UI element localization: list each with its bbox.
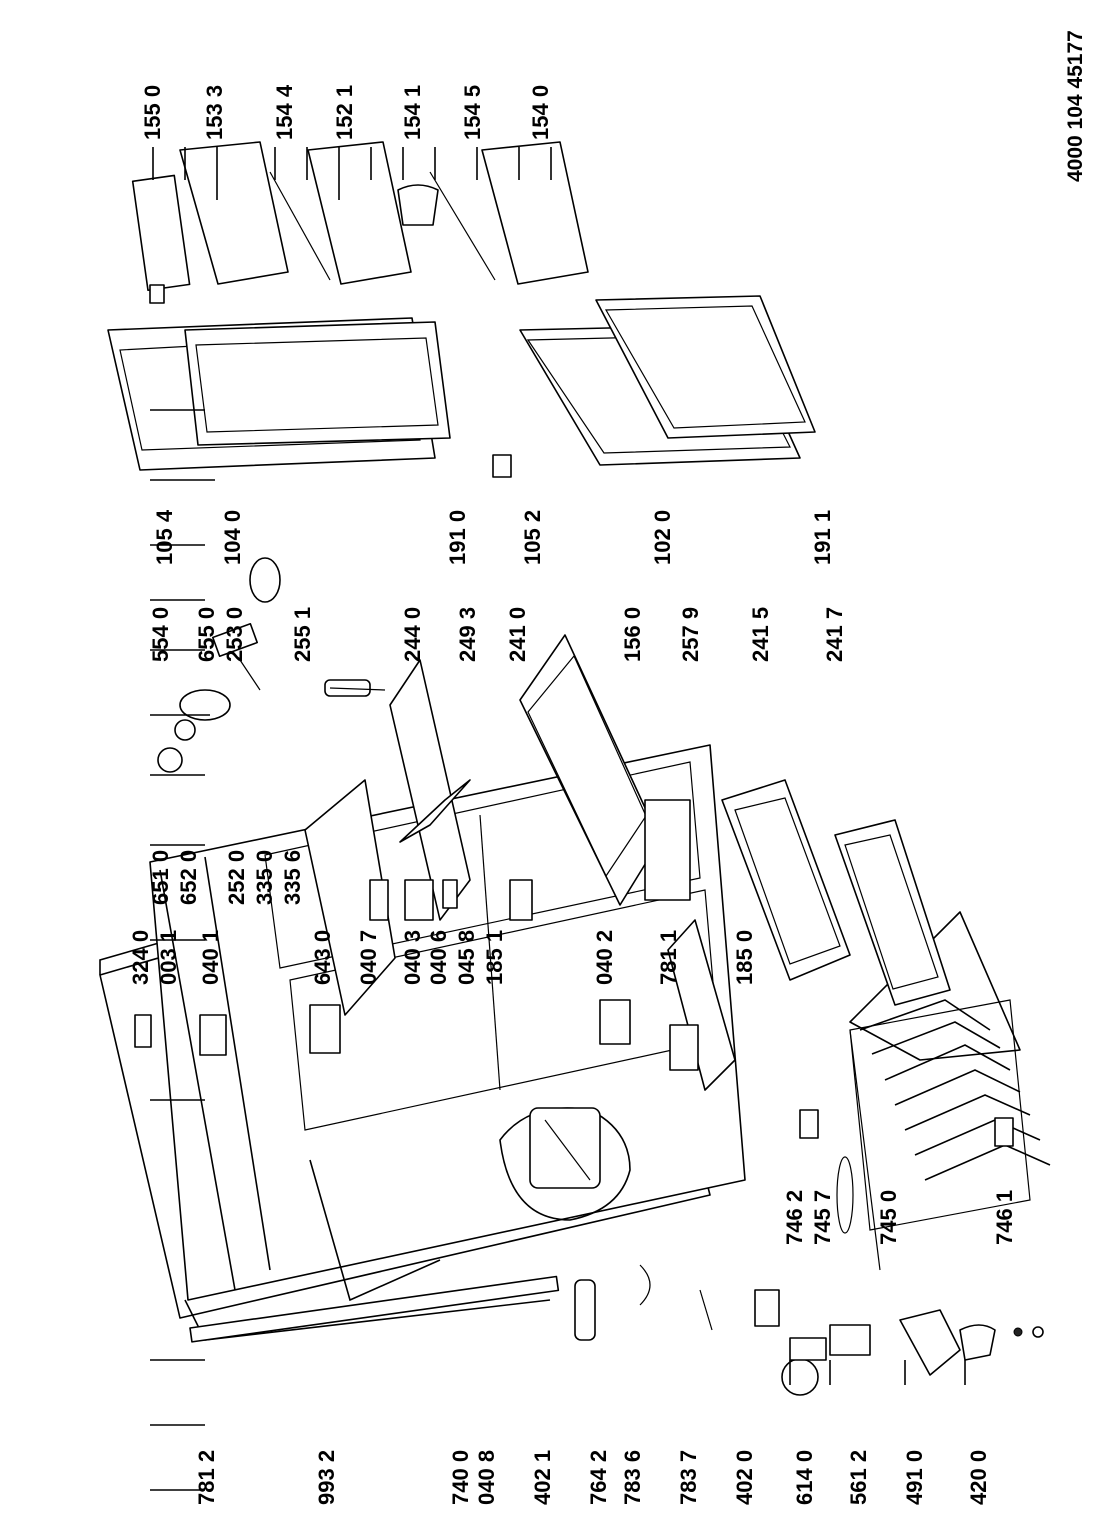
label-154-5: 154 5 bbox=[460, 85, 485, 140]
drawing-controls bbox=[157, 557, 281, 773]
label-781-2: 781 2 bbox=[194, 1450, 219, 1505]
label-191-1: 191 1 bbox=[810, 510, 835, 565]
label-255-1: 255 1 bbox=[290, 607, 315, 662]
label-040-8: 040 8 bbox=[474, 1450, 499, 1505]
label-155-0: 155 0 bbox=[140, 85, 165, 140]
drawing-cabinet bbox=[99, 744, 746, 1343]
label-156-0: 156 0 bbox=[620, 607, 645, 662]
label-651-0: 651 0 bbox=[148, 850, 173, 905]
label-241-5: 241 5 bbox=[748, 607, 773, 662]
label-253-0: 253 0 bbox=[222, 607, 247, 662]
drawing-shelves-and-drawers bbox=[304, 634, 951, 1091]
label-420-0: 420 0 bbox=[966, 1450, 991, 1505]
label-335-6: 335 6 bbox=[280, 850, 305, 905]
label-554-0: 554 0 bbox=[148, 607, 173, 662]
label-191-0: 191 0 bbox=[445, 510, 470, 565]
leader-lines bbox=[150, 147, 966, 1491]
label-185-0: 185 0 bbox=[732, 930, 757, 985]
label-040-2: 040 2 bbox=[592, 930, 617, 985]
label-561-2: 561 2 bbox=[846, 1450, 871, 1505]
label-154-0: 154 0 bbox=[528, 85, 553, 140]
label-257-9: 257 9 bbox=[678, 607, 703, 662]
label-105-4: 105 4 bbox=[152, 509, 177, 565]
label-154-4: 154 4 bbox=[272, 84, 297, 140]
label-153-3: 153 3 bbox=[202, 85, 227, 140]
label-324-0: 324 0 bbox=[128, 930, 153, 985]
label-040-1: 040 1 bbox=[198, 930, 223, 985]
label-783-6: 783 6 bbox=[620, 1450, 645, 1505]
drawing-lower-door bbox=[519, 295, 816, 466]
label-252-0: 252 0 bbox=[224, 850, 249, 905]
label-746-1: 746 1 bbox=[992, 1190, 1017, 1245]
label-740-0: 740 0 bbox=[448, 1450, 473, 1505]
label-491-0: 491 0 bbox=[902, 1450, 927, 1505]
label-655-0: 655 0 bbox=[194, 607, 219, 662]
label-104-0: 104 0 bbox=[220, 510, 245, 565]
label-993-2: 993 2 bbox=[314, 1450, 339, 1505]
label-781-1: 781 1 bbox=[656, 930, 681, 985]
drawing-upper-door bbox=[107, 317, 451, 471]
label-643-0: 643 0 bbox=[310, 930, 335, 985]
label-102-0: 102 0 bbox=[650, 510, 675, 565]
document-number: 4000 104 45177 bbox=[1064, 30, 1087, 182]
label-003-1: 003 1 bbox=[156, 930, 181, 985]
label-105-2: 105 2 bbox=[520, 510, 545, 565]
label-746-2: 746 2 bbox=[782, 1190, 807, 1245]
drawing-lamp-wiring bbox=[324, 679, 713, 1341]
label-241-0: 241 0 bbox=[505, 607, 530, 662]
label-040-6: 040 6 bbox=[426, 930, 451, 985]
label-154-1: 154 1 bbox=[400, 85, 425, 140]
label-040-3: 040 3 bbox=[400, 930, 425, 985]
label-335-0: 335 0 bbox=[252, 850, 277, 905]
drawing-hinges-and-brackets bbox=[134, 284, 1014, 1327]
drawing-compressor-parts bbox=[781, 1309, 1044, 1396]
label-249-3: 249 3 bbox=[455, 607, 480, 662]
drawing-door-balconies bbox=[131, 141, 589, 292]
label-764-2: 764 2 bbox=[586, 1450, 611, 1505]
label-152-1: 152 1 bbox=[332, 85, 357, 140]
label-783-7: 783 7 bbox=[676, 1450, 701, 1505]
part-labels: 155 0 153 3 154 4 152 1 154 1 154 5 154 … bbox=[128, 30, 1087, 1505]
label-652-0: 652 0 bbox=[176, 850, 201, 905]
label-045-8: 045 8 bbox=[454, 930, 479, 985]
label-402-1: 402 1 bbox=[530, 1450, 555, 1505]
label-241-7: 241 7 bbox=[822, 607, 847, 662]
label-185-1: 185 1 bbox=[482, 930, 507, 985]
label-745-0: 745 0 bbox=[876, 1190, 901, 1245]
label-402-0: 402 0 bbox=[732, 1450, 757, 1505]
label-745-7: 745 7 bbox=[810, 1190, 835, 1245]
label-244-0: 244 0 bbox=[400, 607, 425, 662]
label-614-0: 614 0 bbox=[792, 1450, 817, 1505]
label-040-7: 040 7 bbox=[356, 930, 381, 985]
